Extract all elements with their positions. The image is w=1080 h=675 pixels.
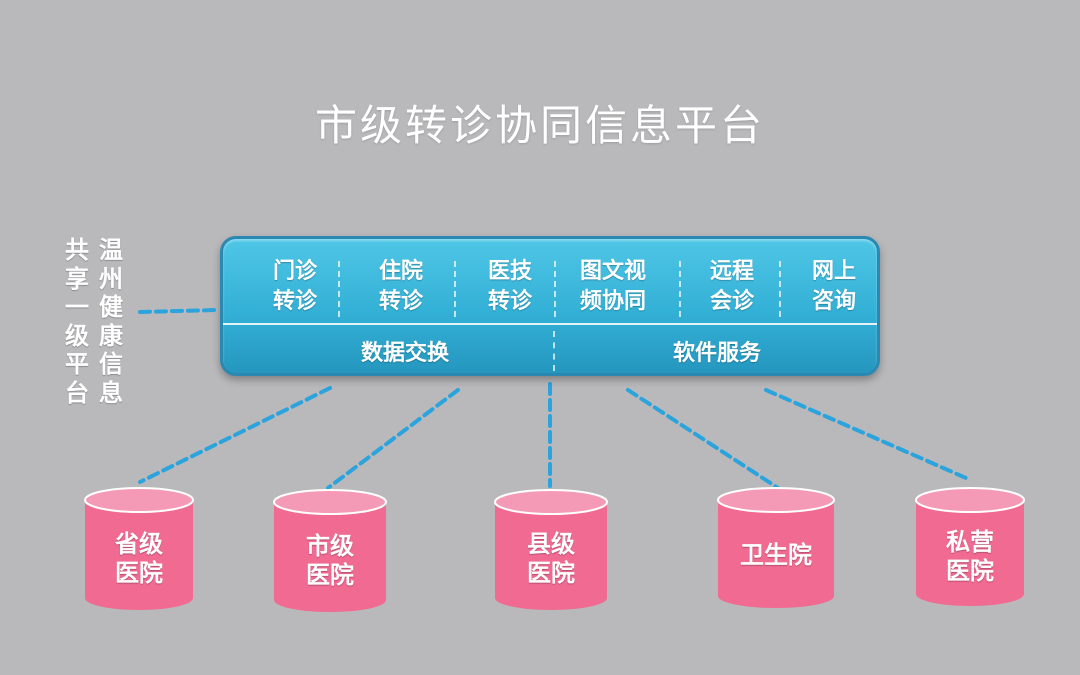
- side-label-char: 州: [99, 264, 123, 293]
- module-remote-consultation: 远程 会诊: [682, 257, 782, 317]
- module-online-consulting: 网上 咨询: [784, 257, 884, 317]
- connectors: [138, 308, 968, 490]
- side-label-char: 共: [65, 236, 89, 264]
- module-outpatient-referral: 门诊 转诊: [245, 257, 345, 317]
- node-municipal-hospital: 市级 医院: [270, 532, 390, 590]
- data-exchange-label: 数据交换: [360, 341, 449, 366]
- node-label-line: 医院: [115, 559, 163, 587]
- side-label-char: 温: [99, 236, 123, 264]
- module-label: 转诊: [487, 289, 532, 314]
- diagram-title: 市级转诊协同信息平台: [314, 101, 765, 150]
- platform-box: 门诊 转诊 住院 转诊 医技 转诊 图文视 频协同 远程 会诊 网上 咨询 数据…: [220, 236, 880, 376]
- side-label-char: 一: [65, 293, 89, 321]
- side-label-char: 级: [65, 321, 89, 350]
- side-label-char: 康: [99, 321, 123, 350]
- module-label: 远程: [709, 259, 754, 284]
- node-label-line: 医院: [306, 561, 354, 589]
- module-label: 咨询: [811, 289, 856, 314]
- module-divider: [679, 261, 681, 317]
- node-label-line: 县级: [527, 530, 575, 558]
- software-service-label: 软件服务: [672, 341, 761, 366]
- module-label: 网上: [811, 259, 856, 284]
- module-video-collaboration: 图文视 频协同: [563, 257, 663, 317]
- platform-divider: [223, 323, 877, 325]
- side-label-column-left: 共 享 一 级 平 台: [62, 236, 92, 407]
- module-label: 会诊: [709, 289, 754, 314]
- side-label-char: 信: [99, 350, 123, 378]
- cylinder-municipal: [273, 489, 387, 612]
- module-divider: [454, 261, 456, 317]
- connector-side-label: [138, 308, 218, 314]
- module-divider: [779, 261, 781, 317]
- cylinder-private: [915, 487, 1025, 606]
- side-label-char: 息: [99, 378, 123, 407]
- node-label-line: 医院: [946, 557, 994, 585]
- module-label: 图文视: [579, 259, 646, 284]
- module-inpatient-referral: 住院 转诊: [351, 257, 451, 317]
- node-label-line: 市级: [306, 532, 354, 560]
- cylinder-township: [717, 487, 835, 608]
- node-label-line: 医院: [527, 559, 575, 587]
- node-provincial-hospital: 省级 医院: [79, 530, 199, 588]
- side-label-char: 享: [65, 264, 89, 293]
- module-divider: [554, 261, 556, 317]
- module-divider: [338, 261, 340, 317]
- connector-provincial: [138, 386, 332, 484]
- module-medtech-referral: 医技 转诊: [460, 257, 560, 317]
- cylinder-county: [494, 489, 608, 610]
- node-county-hospital: 县级 医院: [491, 530, 611, 588]
- module-label: 医技: [487, 259, 532, 284]
- module-label: 转诊: [272, 289, 317, 314]
- node-label-line: 卫生院: [740, 541, 812, 569]
- connector-private: [764, 388, 968, 480]
- lower-divider: [553, 331, 555, 371]
- node-label-line: 私营: [946, 528, 994, 556]
- connector-township: [626, 388, 780, 490]
- cylinder-provincial: [84, 487, 194, 610]
- module-label: 转诊: [378, 289, 423, 314]
- node-label-line: 省级: [115, 530, 163, 558]
- node-township-hospital: 卫生院: [716, 541, 836, 570]
- connector-municipal: [326, 388, 460, 490]
- side-label-char: 健: [99, 293, 123, 321]
- side-label-char: 平: [65, 350, 89, 378]
- module-label: 住院: [378, 259, 423, 284]
- node-private-hospital: 私营 医院: [910, 528, 1030, 586]
- module-label: 频协同: [579, 289, 646, 314]
- side-label-column-right: 温 州 健 康 信 息: [96, 236, 126, 407]
- module-label: 门诊: [272, 259, 317, 284]
- side-label-char: 台: [65, 378, 89, 407]
